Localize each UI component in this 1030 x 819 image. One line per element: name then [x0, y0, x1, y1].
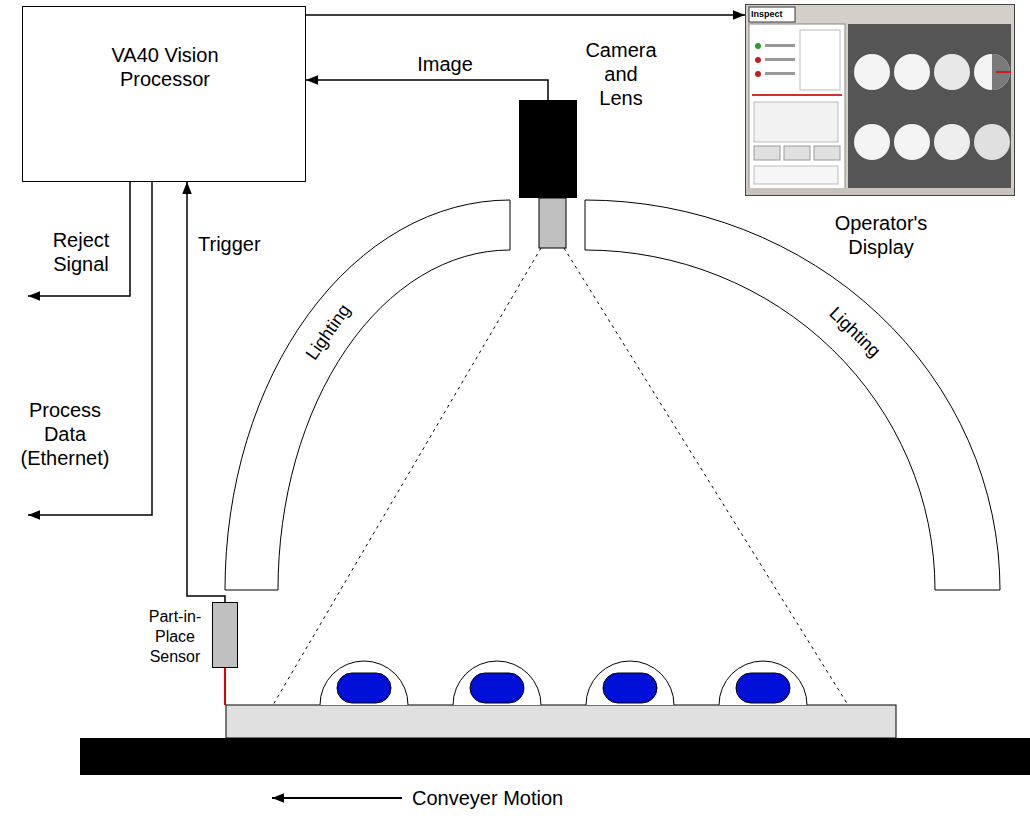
- signal-label: Process Data (Ethernet): [14, 398, 116, 470]
- motion-label: Conveyer Motion: [412, 786, 563, 810]
- lighting-arc: Lighting: [220, 195, 515, 595]
- arc-outline: [225, 200, 510, 590]
- signal-arrow: [306, 14, 745, 16]
- arc-outline: [220, 195, 515, 595]
- signal-arrow: [306, 80, 548, 100]
- tray: [226, 705, 896, 738]
- parts: [320, 661, 807, 705]
- camera-body: Camera and Lens: [519, 100, 577, 198]
- display-screen: Operator's Display: [745, 4, 1015, 196]
- lighting-arc: Lighting: [580, 195, 1005, 595]
- display-label: Operator's Display: [816, 211, 946, 259]
- window-tab: Inspect: [751, 9, 783, 20]
- sensor-beam: [224, 668, 226, 705]
- sensor-label: Part-in-Place Sensor: [141, 607, 209, 667]
- motion-arrow: [272, 797, 402, 799]
- screenshot: [746, 5, 1014, 195]
- camera-label: Camera and Lens: [580, 38, 662, 110]
- conveyor-belt: [80, 738, 1030, 775]
- processor-box: VA40 Vision Processor: [22, 6, 306, 182]
- edge-label: Trigger: [198, 232, 261, 256]
- processor-label: VA40 Vision Processor: [95, 43, 235, 91]
- edge-label: Image: [417, 52, 473, 76]
- lens: [539, 198, 566, 248]
- reject-wire: [28, 182, 130, 296]
- signal-label: Reject Signal: [38, 228, 124, 276]
- arc-outline: [585, 200, 1000, 590]
- arc-outline: [580, 195, 1005, 595]
- sensor-box: Part-in-Place Sensor: [212, 602, 238, 668]
